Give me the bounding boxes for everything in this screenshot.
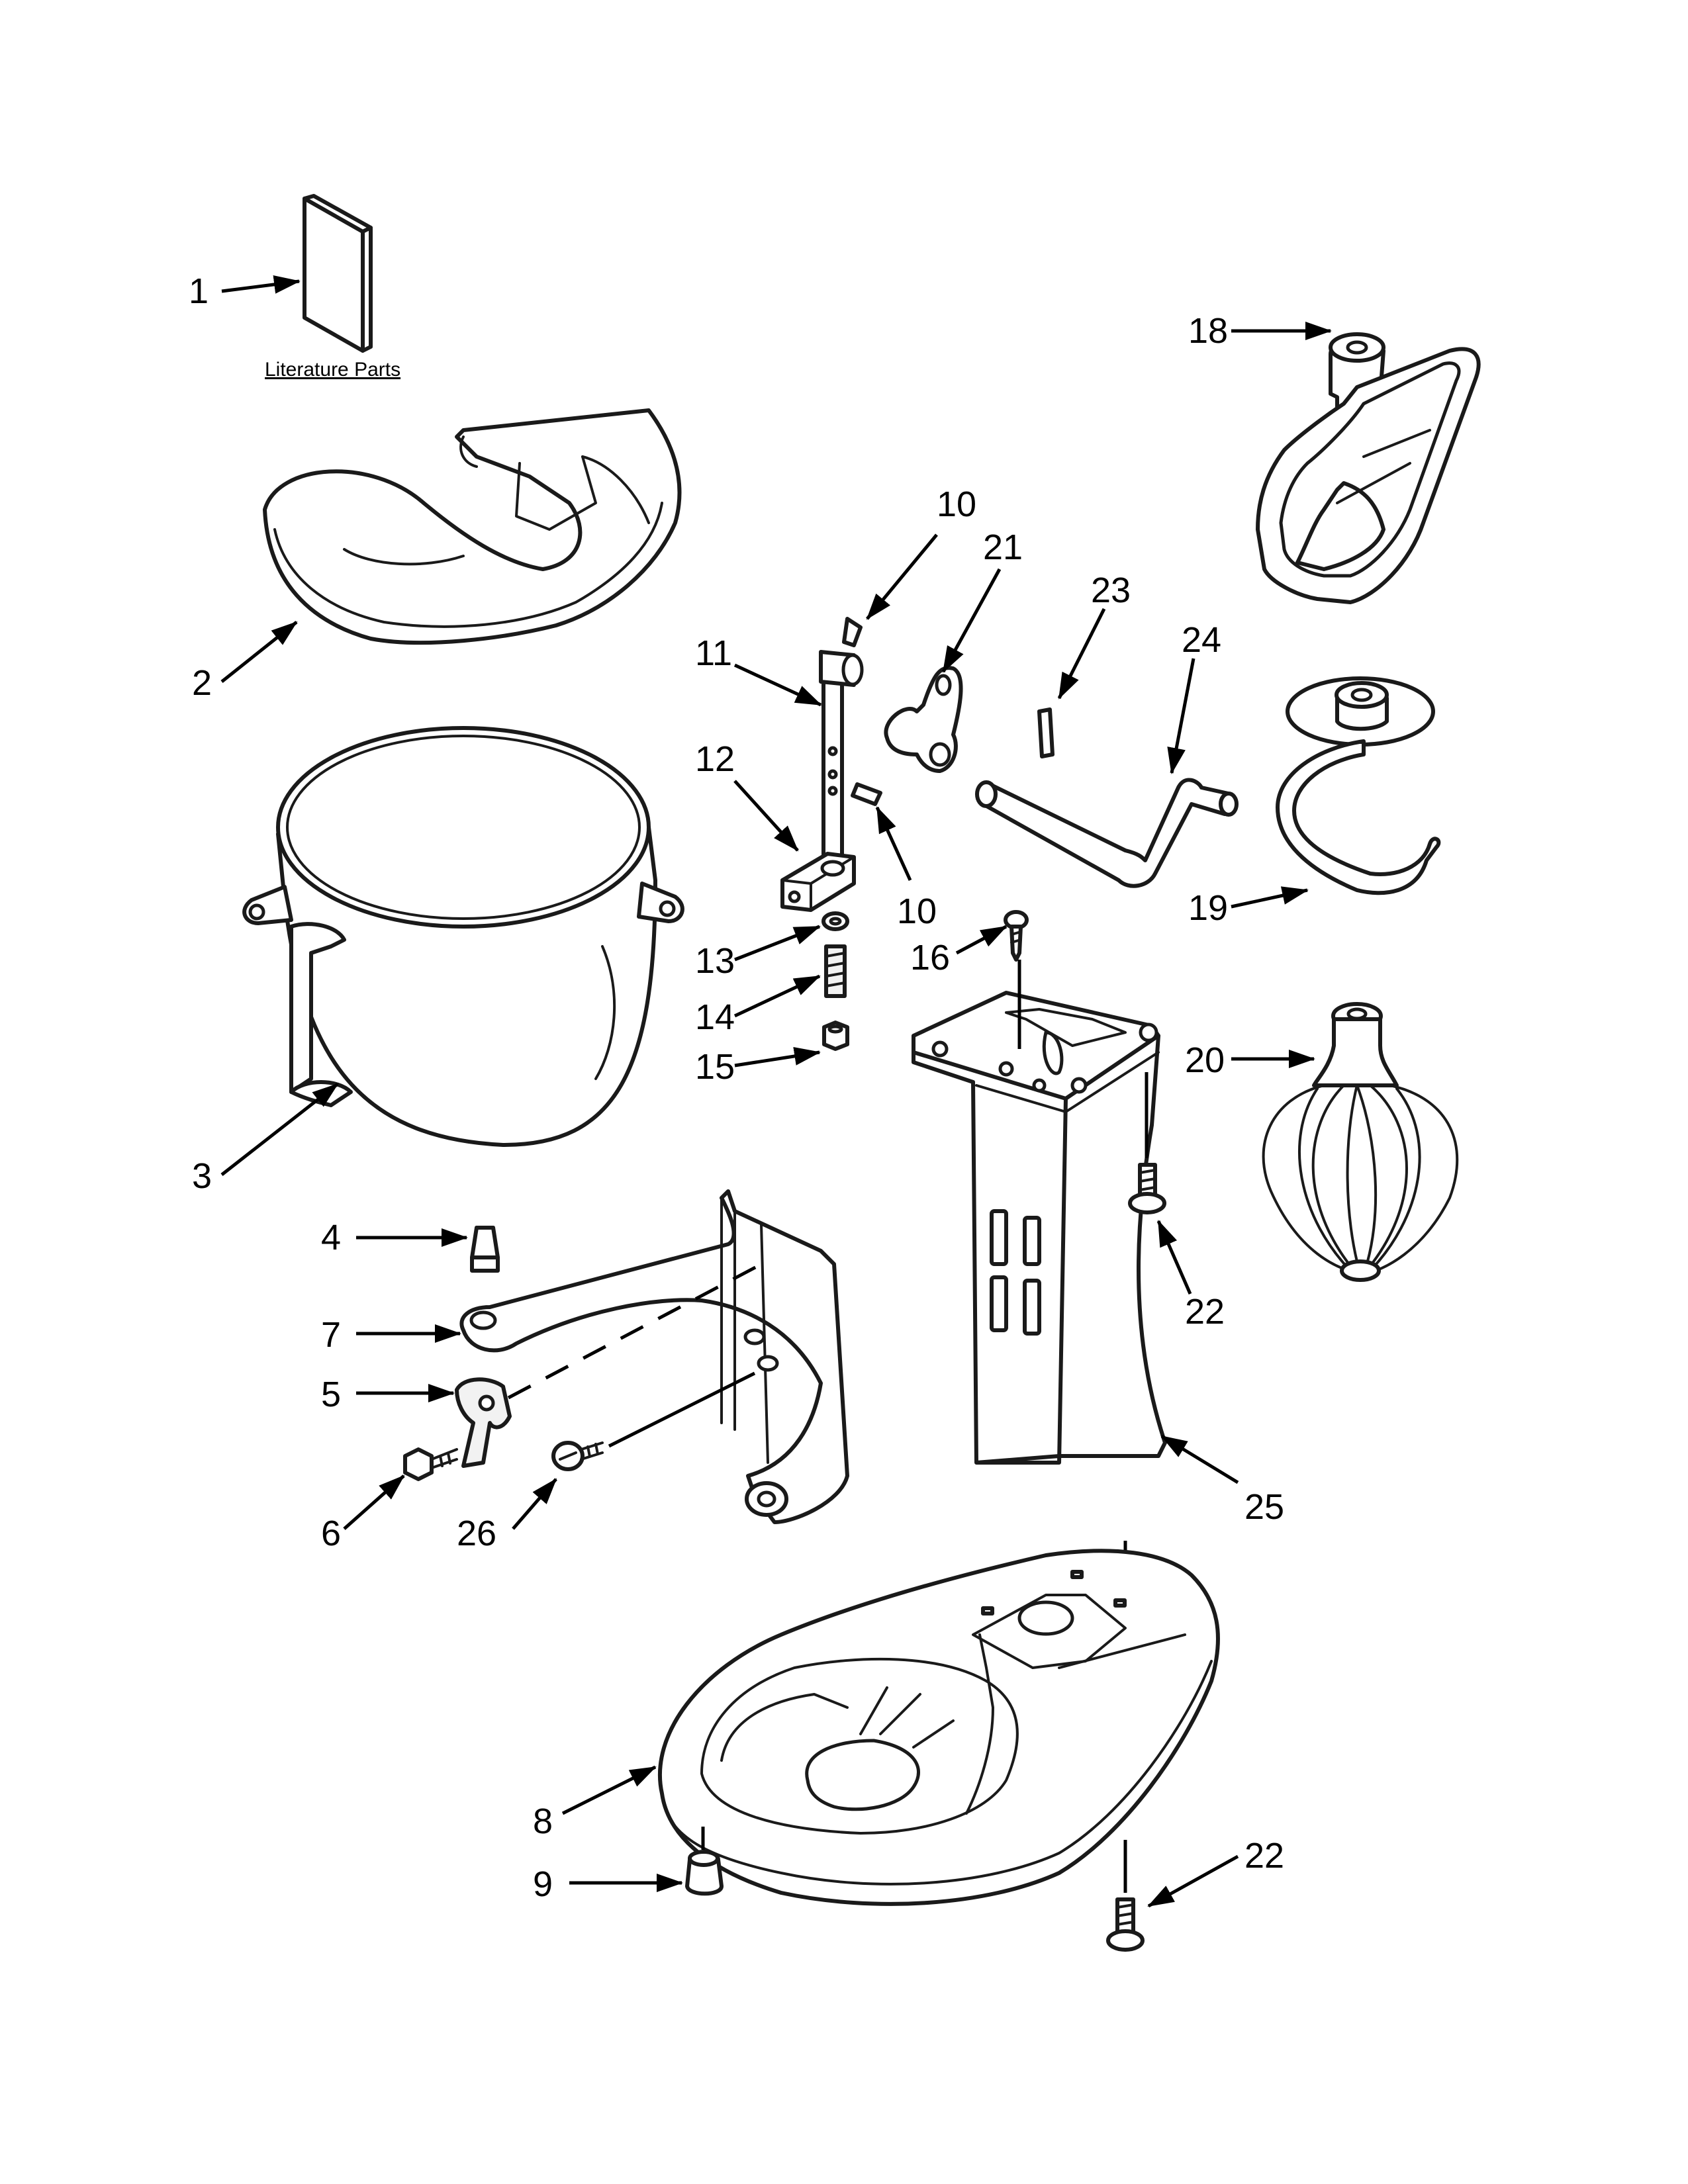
part-22-screw-upper[interactable] [1128,1072,1166,1214]
part-22-screw-lower[interactable] [1106,1840,1145,1952]
callout-9[interactable]: 9 [533,1864,553,1904]
part-3-mixing-bowl[interactable] [242,726,684,1147]
callout-leaders [220,275,1332,1908]
part-20-wire-whip[interactable] [1262,1002,1459,1282]
callout-23[interactable]: 23 [1091,570,1131,610]
callout-26[interactable]: 26 [457,1514,496,1553]
literature-parts-label[interactable]: Literature Parts [265,359,400,381]
part-15-hex-nut[interactable] [822,1021,849,1051]
callout-2[interactable]: 2 [192,663,212,703]
part-7-bowl-clamp[interactable] [459,1189,849,1524]
callout-7[interactable]: 7 [321,1315,341,1355]
part-9-foot[interactable] [685,1827,724,1896]
callout-21[interactable]: 21 [983,527,1023,567]
part-23-key[interactable] [1037,707,1055,758]
callout-1[interactable]: 1 [189,271,209,311]
callout-8[interactable]: 8 [533,1801,553,1841]
callout-16[interactable]: 16 [910,938,950,978]
callout-13[interactable]: 13 [695,941,735,981]
callout-20[interactable]: 20 [1185,1040,1225,1080]
callout-10-upper[interactable]: 10 [937,484,976,524]
clamp-screw-alignment-line [608,1371,756,1448]
part-10-roll-pin-lower[interactable] [851,782,882,806]
callout-22-upper[interactable]: 22 [1185,1292,1225,1332]
part-14-spring[interactable] [824,944,847,998]
callout-15[interactable]: 15 [695,1047,735,1087]
part-21-lift-cam[interactable] [884,666,963,773]
callout-3[interactable]: 3 [192,1156,212,1196]
part-2-pouring-shield[interactable] [263,408,682,645]
part-1-literature-booklet[interactable] [303,194,373,353]
part-19-dough-hook[interactable] [1276,676,1441,895]
part-24-lift-handle[interactable] [975,778,1239,888]
part-5-clamp-spring[interactable] [455,1377,512,1468]
part-8-base[interactable] [657,1549,1220,1906]
callout-22-lower[interactable]: 22 [1244,1836,1284,1876]
part-25-pedestal-column[interactable] [912,991,1167,1465]
callout-11[interactable]: 11 [695,633,732,673]
part-10-roll-pin-upper[interactable] [842,617,863,647]
callout-6[interactable]: 6 [321,1514,341,1553]
callout-24[interactable]: 24 [1182,620,1221,660]
part-12-lift-bracket[interactable] [780,852,856,912]
callout-5[interactable]: 5 [321,1375,341,1414]
callout-12[interactable]: 12 [695,739,735,779]
part-6-hex-screw[interactable] [403,1447,458,1481]
callout-10-lower[interactable]: 10 [897,891,937,931]
callout-4[interactable]: 4 [321,1218,341,1257]
callout-14[interactable]: 14 [695,997,735,1037]
callout-18[interactable]: 18 [1188,311,1228,351]
part-18-flat-beater[interactable] [1256,332,1481,604]
part-16-screw[interactable] [1004,910,1029,962]
part-11-bowl-lift-rod[interactable] [819,650,864,866]
callout-19[interactable]: 19 [1188,888,1228,928]
part-4-bowl-locating-pin[interactable] [470,1226,500,1273]
part-26-slotted-screw[interactable] [551,1441,604,1471]
clamp-spring-alignment-line [507,1259,769,1400]
callout-25[interactable]: 25 [1244,1487,1284,1527]
callout-numbers: 1 2 3 4 5 6 7 8 9 10 10 11 12 13 14 15 1… [189,271,1284,1904]
part-13-washer[interactable] [821,911,849,931]
